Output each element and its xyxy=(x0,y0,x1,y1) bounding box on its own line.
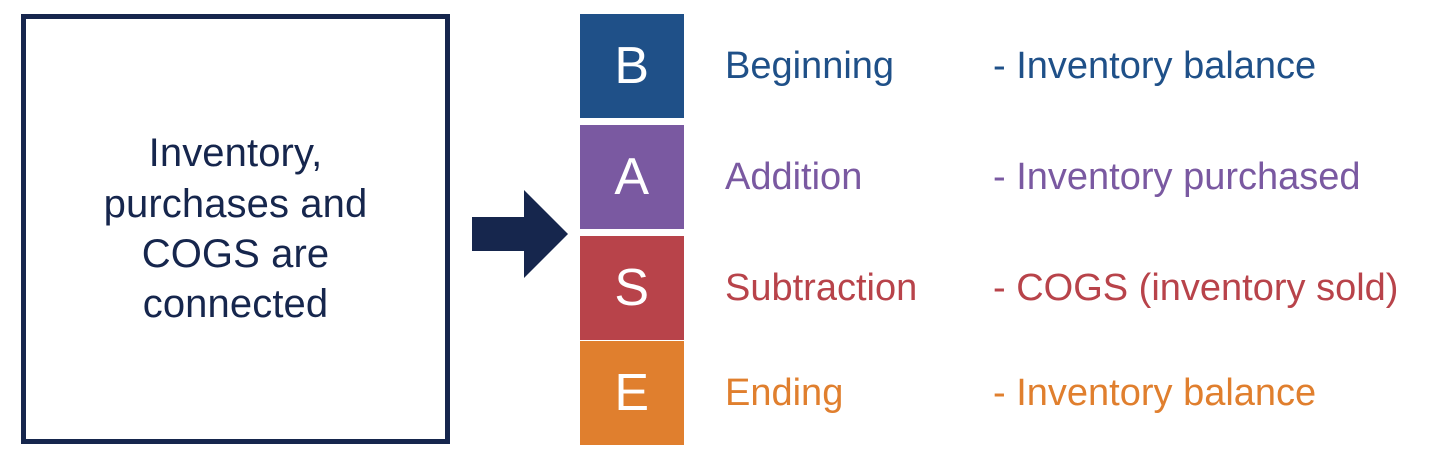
base-row-ending: E Ending - Inventory balance xyxy=(580,341,1440,445)
row-label-ending: Ending xyxy=(725,372,844,414)
base-row-addition: A Addition - Inventory purchased xyxy=(580,125,1440,229)
swatch-subtraction: S xyxy=(580,236,684,340)
row-label-subtraction: Subtraction xyxy=(725,267,918,309)
swatch-letter-beginning: B xyxy=(614,37,650,95)
arrow-right-shape xyxy=(472,190,568,278)
row-description-ending: - Inventory balance xyxy=(993,372,1317,414)
swatch-beginning: B xyxy=(580,14,684,118)
row-description-subtraction: - COGS (inventory sold) xyxy=(993,267,1399,309)
row-label-beginning: Beginning xyxy=(725,45,895,87)
row-description-beginning: - Inventory balance xyxy=(993,45,1317,87)
arrow-right-icon xyxy=(472,190,568,278)
row-label-addition: Addition xyxy=(725,156,863,198)
base-row-subtraction: S Subtraction - COGS (inventory sold) xyxy=(580,236,1440,340)
swatch-ending: E xyxy=(580,341,684,445)
base-row-beginning: B Beginning - Inventory balance xyxy=(580,14,1440,118)
row-description-addition: - Inventory purchased xyxy=(993,156,1361,198)
callout-text: Inventory, purchases and COGS are connec… xyxy=(103,131,368,327)
swatch-addition: A xyxy=(580,125,684,229)
swatch-letter-ending: E xyxy=(614,364,650,422)
callout-box: Inventory, purchases and COGS are connec… xyxy=(21,14,450,444)
swatch-letter-addition: A xyxy=(614,148,650,206)
swatch-letter-subtraction: S xyxy=(614,259,650,317)
